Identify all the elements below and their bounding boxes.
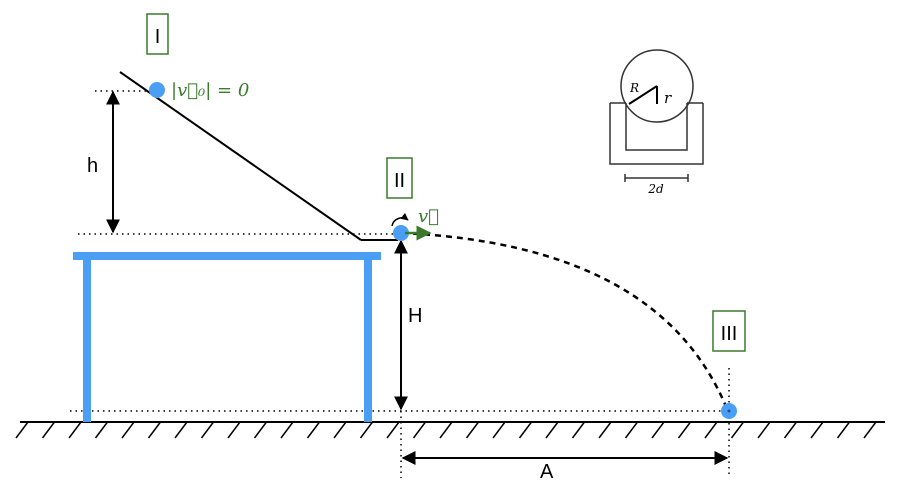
ground-hatch-mark xyxy=(492,421,506,439)
ground-hatch-mark xyxy=(571,421,586,439)
ground-hatch-mark xyxy=(359,421,374,439)
rail-cross-section-inset: R r 2d xyxy=(609,49,704,196)
height-h-label: h xyxy=(87,155,98,177)
rail-outer xyxy=(609,103,704,165)
ground-hatch-mark xyxy=(200,421,215,439)
ground-hatch-mark xyxy=(280,421,294,439)
distance-A-label: A xyxy=(540,461,554,483)
ground-hatch-mark xyxy=(253,421,268,439)
ground-hatch-mark xyxy=(333,421,347,439)
ground-hatch-mark xyxy=(677,421,692,439)
ball-position-I xyxy=(149,82,165,98)
radius-R-line xyxy=(628,85,658,105)
stage-label-I-text: I xyxy=(155,26,161,48)
radius-r-label: r xyxy=(664,89,672,107)
ground-hatch-mark xyxy=(68,421,82,439)
ground xyxy=(15,421,885,439)
width-2d-label: 2d xyxy=(647,182,664,196)
stage-label-III: III xyxy=(712,310,746,352)
ground-hatch-mark xyxy=(518,421,533,439)
ball-position-II xyxy=(393,225,409,241)
stage-label-II: II xyxy=(386,157,413,199)
ground-hatch-mark xyxy=(174,421,188,439)
stage-label-I: I xyxy=(146,13,169,55)
ground-hatch-mark xyxy=(15,421,29,439)
inset-ball xyxy=(620,49,694,123)
reference-lines xyxy=(70,90,730,478)
trajectory-curve xyxy=(401,231,729,410)
ground-hatch-mark xyxy=(836,421,851,439)
table-leg-left xyxy=(83,256,91,422)
rotation-arrow-icon xyxy=(391,212,409,227)
ground-hatch-mark xyxy=(730,421,745,439)
ground-hatch-mark xyxy=(147,421,162,439)
ground-hatch-mark xyxy=(439,421,453,439)
height-H-label: H xyxy=(408,305,422,327)
ground-hatch-mark xyxy=(412,421,427,439)
rail-inner xyxy=(625,103,688,151)
ground-hatch-mark xyxy=(41,421,56,439)
ground-hatch-mark xyxy=(810,421,824,439)
stage-label-III-text: III xyxy=(721,323,738,345)
ground-hatch-mark xyxy=(757,421,771,439)
ground-hatch-mark xyxy=(704,421,718,439)
table-leg-right xyxy=(364,256,372,422)
initial-velocity-label: |v⃗₀| = 0 xyxy=(171,80,249,101)
velocity-label: v⃗ xyxy=(418,206,439,227)
ground-hatch-mark xyxy=(783,421,798,439)
ground-hatch-mark xyxy=(624,421,639,439)
table-top xyxy=(73,252,381,260)
table xyxy=(73,252,381,422)
ground-hatch-mark xyxy=(545,421,559,439)
ground-hatch-mark xyxy=(121,421,135,439)
radius-R-label: R xyxy=(629,81,639,95)
ground-hatch-mark xyxy=(863,421,877,439)
ball-position-III-center xyxy=(727,409,731,413)
ground-hatch-mark xyxy=(465,421,480,439)
ground-hatch-mark xyxy=(306,421,321,439)
ramp xyxy=(119,71,398,241)
ground-hatch-mark xyxy=(598,421,612,439)
ground-hatch-mark xyxy=(227,421,241,439)
ground-hatch-mark xyxy=(651,421,665,439)
ground-hatch-mark xyxy=(94,421,109,439)
ground-hatch-mark xyxy=(386,421,400,439)
stage-label-II-text: II xyxy=(394,170,405,192)
